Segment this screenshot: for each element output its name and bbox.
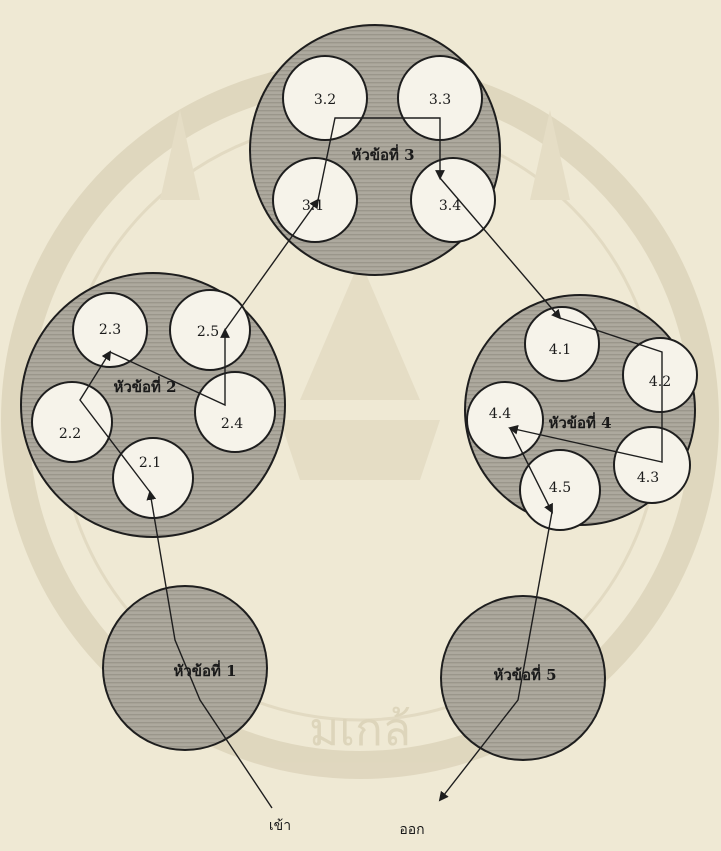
watermark-text: มเกล้ xyxy=(309,702,411,756)
topic-5: หัวข้อที่ 5 xyxy=(441,596,605,760)
subtopic-2-5-label: 2.5 xyxy=(197,324,219,340)
subtopic-4-3-circle xyxy=(614,427,690,503)
topic-4-label: หัวข้อที่ 4 xyxy=(548,412,611,432)
topic-3-label: หัวข้อที่ 3 xyxy=(351,144,414,164)
subtopic-2-1-label: 2.1 xyxy=(139,455,161,471)
subtopic-2-2-label: 2.2 xyxy=(59,426,81,442)
subtopic-4-3-label: 4.3 xyxy=(637,470,659,486)
subtopic-3-3-label: 3.3 xyxy=(429,92,451,108)
topic-1: หัวข้อที่ 1 xyxy=(103,586,267,750)
subtopic-4-4-label: 4.4 xyxy=(489,406,511,422)
topic-1-label: หัวข้อที่ 1 xyxy=(173,660,236,680)
subtopic-4-1-label: 4.1 xyxy=(549,342,571,358)
subtopic-2-3-label: 2.3 xyxy=(99,322,121,338)
topic-5-label: หัวข้อที่ 5 xyxy=(493,664,556,684)
subtopic-2-4-circle xyxy=(195,372,275,452)
topic-2: 2.3 2.5 2.2 2.4 2.1 หัวข้อที่ 2 xyxy=(21,273,285,537)
exit-label: ออก xyxy=(399,822,424,838)
subtopic-4-2-label: 4.2 xyxy=(649,374,671,390)
subtopic-3-4-label: 3.4 xyxy=(439,198,461,214)
subtopic-2-4-label: 2.4 xyxy=(221,416,243,432)
topic-3: 3.2 3.3 3.1 3.4 หัวข้อที่ 3 xyxy=(250,25,500,275)
entry-label: เข้า xyxy=(269,818,291,834)
subtopic-4-5-label: 4.5 xyxy=(549,480,571,496)
subtopic-2-2-circle xyxy=(32,382,112,462)
subtopic-3-2-label: 3.2 xyxy=(314,92,336,108)
